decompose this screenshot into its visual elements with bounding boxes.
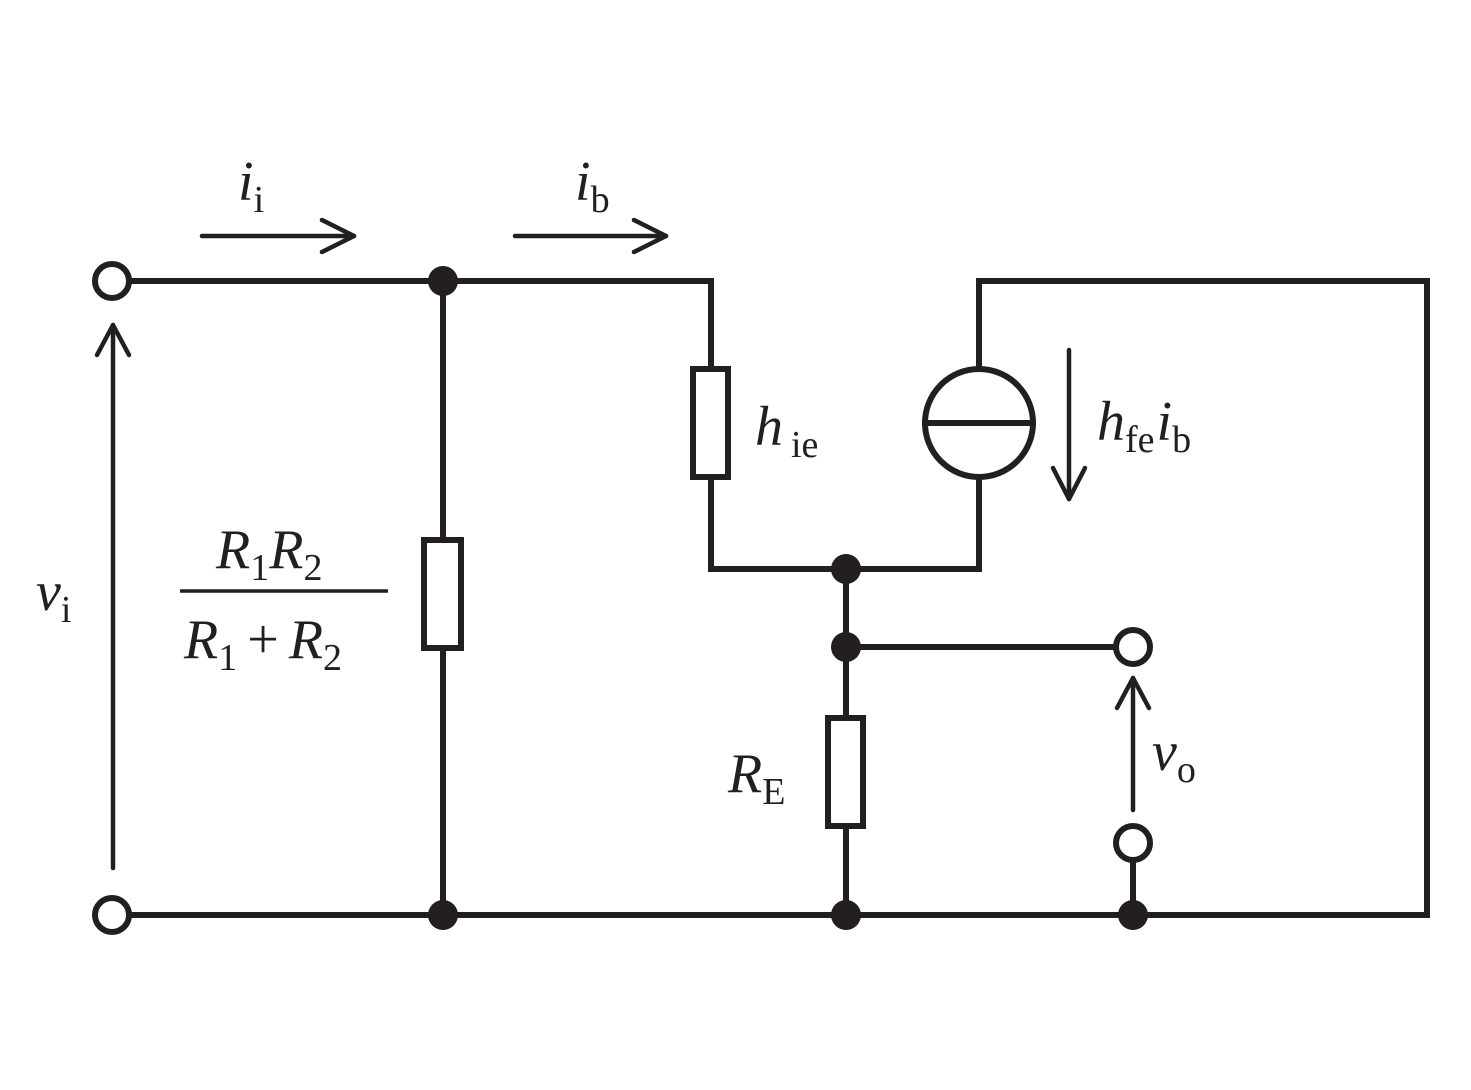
input-voltage-arrow-icon (94, 322, 132, 871)
node-bottom-right (1118, 900, 1148, 930)
wires (127, 278, 1430, 918)
node-bottom-mid (831, 900, 861, 930)
node-output (831, 632, 861, 662)
output-terminal-bottom (1113, 823, 1153, 863)
label-input-current: ii (238, 151, 264, 221)
output-voltage-arrow-icon (1114, 675, 1152, 813)
bias-resistor (421, 537, 464, 651)
label-input-voltage: vi (36, 561, 71, 631)
fraction-numerator: R1R2 (215, 519, 322, 589)
label-base-current: ib (575, 151, 610, 221)
input-terminal-top (92, 261, 132, 301)
label-emitter-resistor: RE (727, 743, 785, 813)
input-current-arrow-icon (199, 217, 357, 255)
label-bias-resistor-fraction: R1R2 R1+R2 (180, 519, 388, 679)
source-branch-top (976, 278, 1430, 918)
label-hfe-ib: hfeib (1097, 391, 1191, 461)
junction-nodes (428, 266, 1148, 930)
current-source-icon (922, 366, 1036, 480)
input-terminal-bottom (92, 895, 132, 935)
node-emitter (831, 554, 861, 584)
emitter-resistor (825, 715, 866, 829)
label-output-voltage: vo (1152, 721, 1196, 791)
base-current-arrow-icon (512, 217, 669, 255)
fraction-denominator: R1+R2 (183, 609, 342, 679)
output-terminal-top (1113, 627, 1153, 667)
hie-resistor (690, 366, 731, 480)
node-bottom-left (428, 900, 458, 930)
source-current-arrow-icon (1050, 347, 1088, 502)
terminals (92, 261, 1153, 935)
node-top-left (428, 266, 458, 296)
